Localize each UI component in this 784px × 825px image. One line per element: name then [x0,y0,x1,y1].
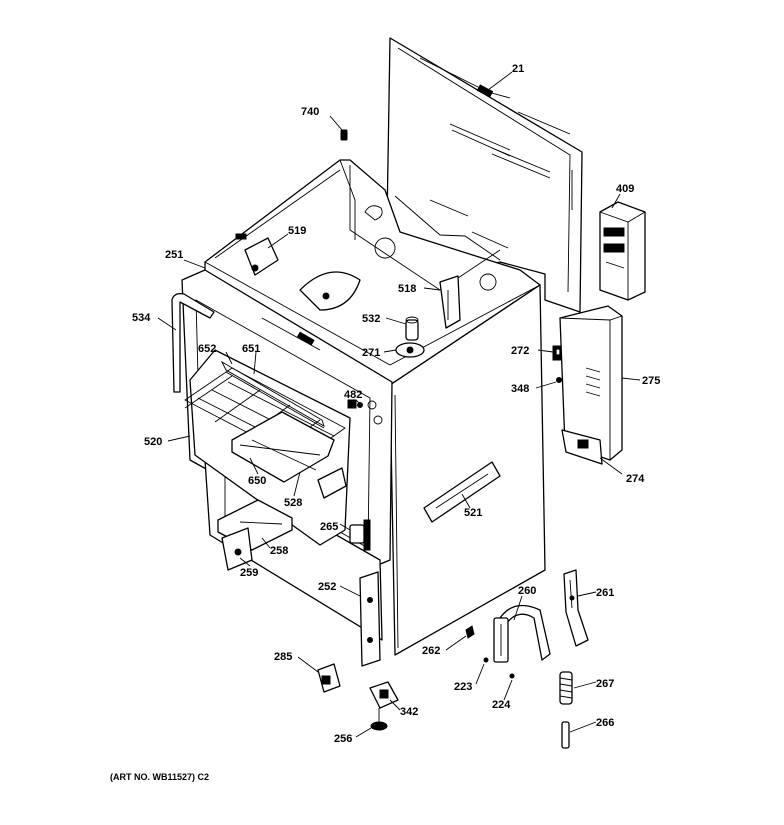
part-number-labels: 21 740 409 519 251 518 534 532 652 651 2… [132,63,660,745]
part-409-terminal-box [599,201,646,301]
label-650: 650 [248,475,266,487]
part-223-pin [483,657,489,663]
part-652-broil-element [220,360,325,429]
part-650-bake-element [231,411,335,483]
label-532: 532 [362,313,380,325]
label-520: 520 [144,436,162,448]
part-740-screw [340,129,348,141]
part-261-door-hinge [563,569,589,647]
label-223: 223 [454,681,472,693]
label-342: 342 [400,706,418,718]
part-532-lamp-socket [405,316,419,341]
label-271: 271 [362,347,380,359]
label-651: 651 [242,343,260,355]
part-256-leveling-leg [370,708,388,731]
label-251: 251 [165,249,183,261]
part-bottom-deflector [299,271,361,311]
art-number-caption: (ART NO. WB11527) C2 [110,772,210,782]
label-267: 267 [596,678,614,690]
label-740: 740 [301,106,319,118]
label-272: 272 [511,345,529,357]
label-21: 21 [512,63,524,75]
label-265: 265 [320,521,338,533]
part-266-spring-rod [561,721,570,749]
label-256: 256 [334,733,352,745]
label-261: 261 [596,587,614,599]
part-348-screw [556,377,562,383]
label-260: 260 [518,585,536,597]
part-285-relay [317,663,341,693]
part-534-vent-trim [171,292,215,393]
label-275: 275 [642,375,660,387]
label-519: 519 [288,225,306,237]
label-409: 409 [616,183,634,195]
part-260-hinge-spring-guide [493,604,551,663]
label-259: 259 [240,567,258,579]
part-482-screw [357,402,363,408]
part-274-bracket [561,429,603,465]
label-224: 224 [492,699,511,711]
part-262-clip [465,625,475,639]
label-482: 482 [344,389,362,401]
part-252-door-hinge-bracket [359,571,381,667]
label-266: 266 [596,717,614,729]
part-518-bracket [439,275,461,329]
label-528: 528 [284,497,302,509]
label-274: 274 [626,473,645,485]
label-252: 252 [318,581,336,593]
part-265-door-switch [349,524,365,544]
label-262: 262 [422,645,440,657]
label-258: 258 [270,545,288,557]
part-224-screw [509,673,515,679]
part-259-bracket [221,527,253,571]
label-521: 521 [464,507,482,519]
part-275-rear-panel [559,305,623,461]
label-652: 652 [198,343,216,355]
part-267-hinge-spring [559,671,573,705]
label-285: 285 [274,651,292,663]
leader-lines [157,71,641,738]
part-521-vent [423,461,501,523]
label-534: 534 [132,312,151,324]
part-528-element-guard [317,467,347,499]
part-271-receptacle [395,342,425,358]
label-518: 518 [398,283,416,295]
label-348: 348 [511,383,529,395]
